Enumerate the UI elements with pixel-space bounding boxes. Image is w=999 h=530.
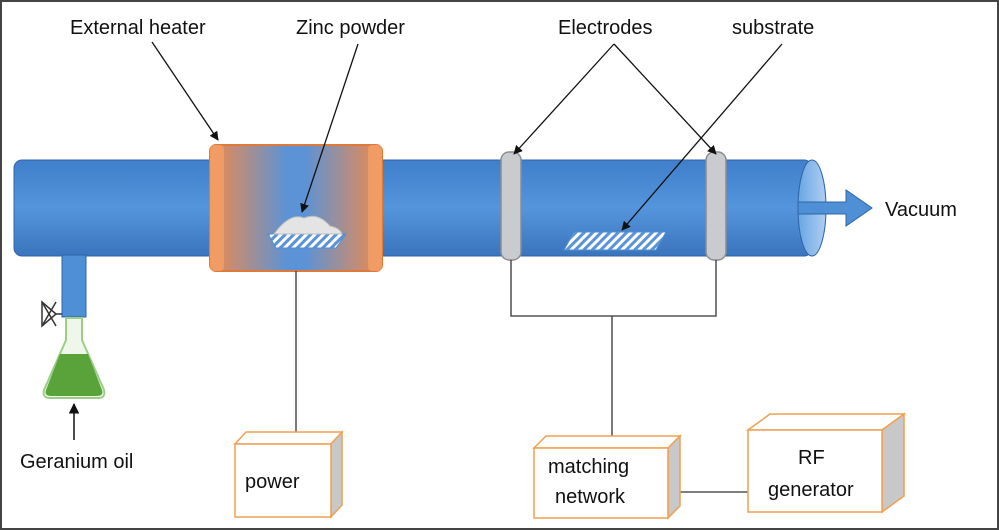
inlet-pipe: [61, 254, 87, 318]
electrode-left: [500, 151, 522, 261]
vacuum-arrow: [797, 189, 873, 227]
rf-generator-box: RF generator: [745, 412, 907, 514]
zinc-powder-label: Zinc powder: [296, 17, 405, 39]
zinc-powder: [267, 215, 347, 249]
substrate-plate: [563, 231, 667, 251]
vacuum-label: Vacuum: [885, 199, 957, 221]
generator-label: generator: [768, 479, 854, 501]
electrode-right: [705, 151, 727, 261]
flask-icon: [42, 317, 106, 399]
zinc-arrow: [300, 43, 359, 213]
matching-label: matching: [548, 456, 629, 478]
electrode-left-arrow: [513, 43, 615, 155]
rf-label: RF: [798, 447, 825, 469]
substrate-arrow: [621, 43, 783, 231]
matching-network-box: matching network: [532, 434, 682, 520]
geranium-oil-label: Geranium oil: [20, 451, 133, 473]
power-label: power: [245, 471, 300, 493]
valve-icon: [41, 300, 62, 328]
electrodes-label: Electrodes: [558, 17, 653, 39]
heater-arrow: [151, 41, 219, 141]
network-label: network: [555, 486, 626, 508]
reaction-tube: [13, 159, 827, 257]
substrate-label: substrate: [732, 17, 814, 39]
external-heater-label: External heater: [70, 17, 206, 39]
electrode-right-arrow: [613, 43, 717, 155]
external-heater: [209, 144, 383, 272]
power-box: power: [233, 430, 344, 519]
